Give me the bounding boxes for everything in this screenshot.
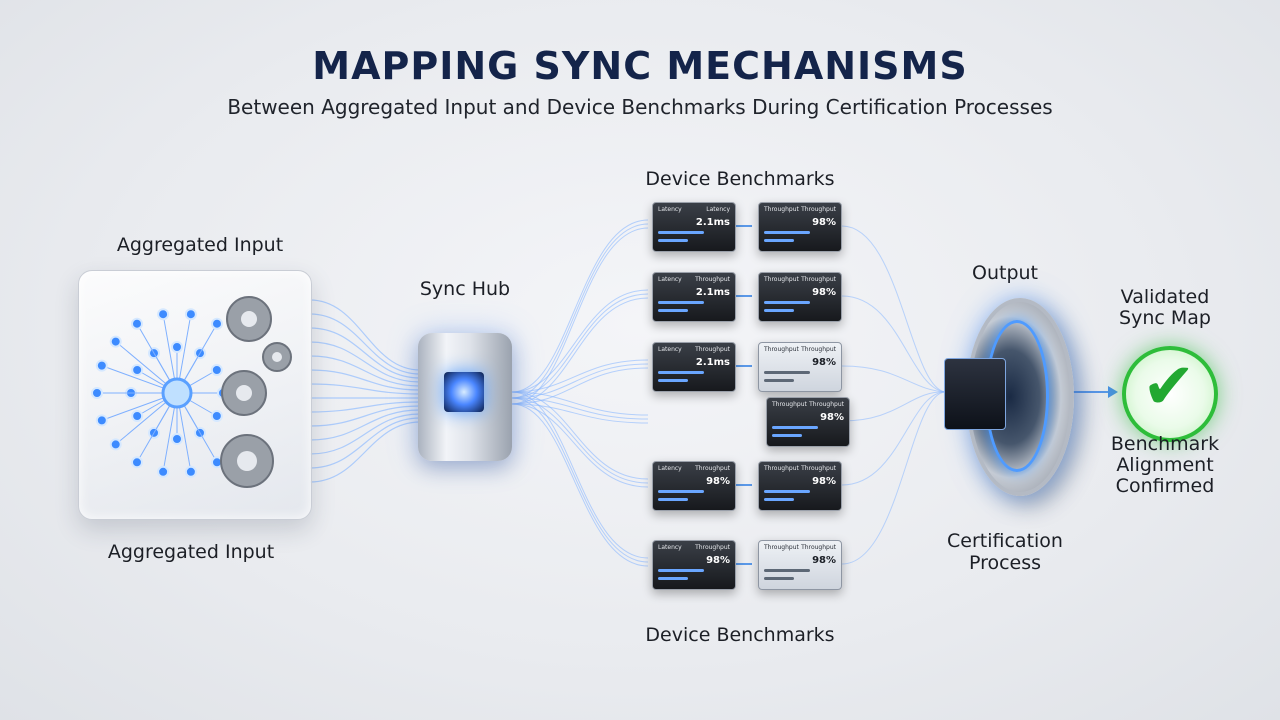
output-card-slot — [944, 358, 1006, 430]
benchmark-progress-bar — [764, 231, 810, 234]
aggregated-input-panel — [78, 270, 312, 520]
label-certification-process: Certification Process — [947, 530, 1063, 574]
benchmark-metric-value: 98% — [812, 357, 836, 368]
label-output: Output — [972, 262, 1038, 284]
benchmark-progress-bar — [764, 569, 810, 572]
benchmark-metric-value: 98% — [706, 476, 730, 487]
sync-hub-chip-icon — [444, 372, 484, 412]
benchmark-metric-value: 98% — [812, 555, 836, 566]
diagram-subtitle: Between Aggregated Input and Device Benc… — [227, 95, 1053, 119]
benchmark-metric-label: Throughput — [801, 465, 836, 472]
label-aggregated-input-bottom: Aggregated Input — [107, 541, 275, 563]
benchmark-metric-value: 98% — [706, 555, 730, 566]
benchmark-metric-label: Throughput — [809, 401, 844, 408]
diagram-title: MAPPING SYNC MECHANISMS — [312, 44, 968, 88]
benchmark-card: Latency Latency 2.1ms — [652, 202, 736, 252]
benchmark-metric-label: Latency — [658, 465, 682, 472]
benchmark-progress-bar — [764, 577, 794, 580]
benchmark-metric-value: 98% — [820, 412, 844, 423]
benchmark-progress-bar — [658, 379, 688, 382]
benchmark-metric-label: Throughput — [801, 346, 836, 353]
benchmark-metric-label: Throughput — [695, 276, 730, 283]
benchmark-progress-bar — [658, 231, 704, 234]
benchmark-metric-label: Throughput — [695, 346, 730, 353]
benchmark-metric-label: Latency — [658, 544, 682, 551]
benchmark-metric-label: Throughput — [772, 401, 807, 408]
benchmark-metric-value: 2.1ms — [695, 357, 730, 368]
benchmark-progress-bar — [764, 239, 794, 242]
benchmark-metric-label: Throughput — [764, 544, 799, 551]
benchmark-progress-bar — [764, 498, 794, 501]
benchmark-progress-bar — [658, 569, 704, 572]
benchmark-metric-value: 98% — [812, 476, 836, 487]
benchmark-progress-bar — [764, 379, 794, 382]
benchmark-metric-value: 98% — [812, 287, 836, 298]
benchmark-metric-label: Throughput — [801, 206, 836, 213]
benchmark-metric-label: Throughput — [801, 544, 836, 551]
benchmark-metric-value: 2.1ms — [695, 287, 730, 298]
benchmark-progress-bar — [772, 426, 818, 429]
label-device-benchmarks-top: Device Benchmarks — [645, 168, 835, 190]
label-device-benchmarks-bottom: Device Benchmarks — [645, 624, 835, 646]
benchmark-progress-bar — [658, 239, 688, 242]
benchmark-card: Latency Throughput 98% — [652, 461, 736, 511]
benchmark-metric-value: 2.1ms — [695, 217, 730, 228]
benchmark-progress-bar — [658, 577, 688, 580]
checkmark-icon: ✔ — [1142, 350, 1196, 424]
benchmark-metric-label: Throughput — [764, 276, 799, 283]
benchmark-progress-bar — [764, 371, 810, 374]
benchmark-progress-bar — [658, 490, 704, 493]
benchmark-card: Latency Throughput 2.1ms — [652, 272, 736, 322]
benchmark-progress-bar — [764, 490, 810, 493]
benchmark-metric-label: Throughput — [695, 465, 730, 472]
benchmark-progress-bar — [658, 371, 704, 374]
benchmark-card: Latency Throughput 2.1ms — [652, 342, 736, 392]
input-network-icon — [91, 296, 292, 488]
benchmark-metric-label: Throughput — [764, 346, 799, 353]
label-aggregated-input-top: Aggregated Input — [116, 234, 284, 256]
benchmark-metric-label: Latency — [658, 206, 682, 213]
benchmark-progress-bar — [658, 498, 688, 501]
benchmark-progress-bar — [658, 309, 688, 312]
benchmark-progress-bar — [772, 434, 802, 437]
benchmark-metric-label: Latency — [658, 276, 682, 283]
benchmark-metric-label: Latency — [706, 206, 730, 213]
benchmark-progress-bar — [764, 301, 810, 304]
benchmark-metric-value: 98% — [812, 217, 836, 228]
benchmark-metric-label: Throughput — [764, 465, 799, 472]
benchmark-metric-label: Throughput — [695, 544, 730, 551]
benchmark-metric-label: Latency — [658, 346, 682, 353]
benchmark-progress-bar — [764, 309, 794, 312]
label-benchmark-alignment: Benchmark Alignment Confirmed — [1110, 433, 1220, 497]
benchmark-progress-bar — [658, 301, 704, 304]
label-validated-sync-map: Validated Sync Map — [1119, 286, 1211, 329]
check-circle-icon — [1122, 346, 1218, 442]
label-sync-hub: Sync Hub — [419, 278, 511, 300]
benchmark-metric-label: Throughput — [764, 206, 799, 213]
benchmark-metric-label: Throughput — [801, 276, 836, 283]
benchmark-card: Latency Throughput 98% — [652, 540, 736, 590]
